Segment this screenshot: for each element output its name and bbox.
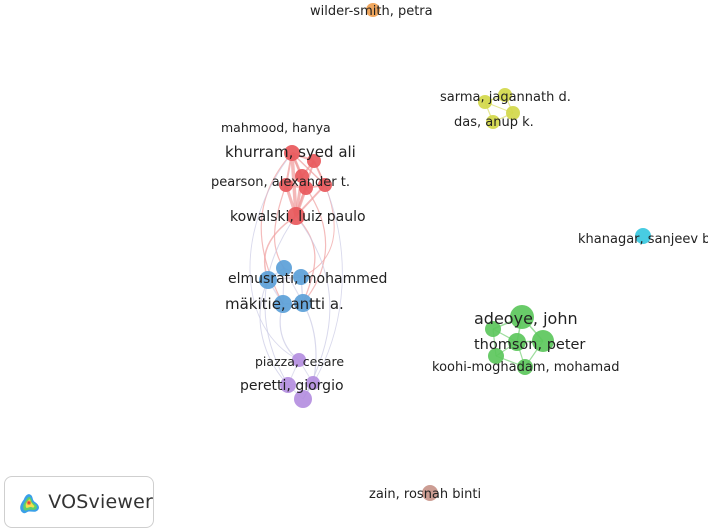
- network-node-red-6[interactable]: [318, 178, 332, 192]
- network-node-green-1[interactable]: [510, 305, 534, 329]
- network-node-red-4[interactable]: [279, 178, 293, 192]
- label-piazza[interactable]: piazza, cesare: [255, 354, 344, 369]
- network-node-blue-4[interactable]: [274, 295, 292, 313]
- network-node-purple-3[interactable]: [306, 376, 320, 390]
- network-node-red-3[interactable]: [295, 169, 309, 183]
- network-link: [295, 215, 316, 304]
- label-zain[interactable]: zain, rosnah binti: [369, 487, 481, 502]
- label-sarma[interactable]: sarma, jagannath d.: [440, 90, 571, 105]
- density-heatmap-icon: [20, 494, 39, 514]
- network-link: [273, 184, 287, 269]
- label-adeoye[interactable]: adeoye, john: [474, 309, 578, 328]
- label-das[interactable]: das, anup k.: [454, 115, 534, 130]
- network-node-purple-2[interactable]: [280, 377, 296, 393]
- label-thomson[interactable]: thomson, peter: [474, 337, 585, 353]
- label-koohi[interactable]: koohi-moghadam, mohamad: [432, 360, 619, 375]
- network-node-green-6[interactable]: [517, 359, 533, 375]
- network-node-yellow-3[interactable]: [506, 106, 520, 120]
- network-node-red-5[interactable]: [299, 181, 313, 195]
- network-link: [302, 187, 327, 304]
- network-node-red-7[interactable]: [287, 207, 305, 225]
- network-node-red-2[interactable]: [307, 154, 321, 168]
- network-node-green-2[interactable]: [485, 321, 501, 337]
- label-makitie[interactable]: mäkitie, antti a.: [225, 295, 344, 313]
- label-khurram[interactable]: khurram, syed ali: [225, 143, 356, 161]
- network-node-red-1[interactable]: [284, 145, 300, 161]
- node-layer: [259, 3, 651, 501]
- label-khanagar[interactable]: khanagar, sanjeev b.: [578, 232, 708, 247]
- label-layer: wilder-smith, petra sarma, jagannath d. …: [211, 4, 708, 502]
- network-link: [259, 279, 289, 386]
- network-node-blue-2[interactable]: [259, 271, 277, 289]
- network-node-yellow-2[interactable]: [498, 88, 512, 102]
- label-kowalski[interactable]: kowalski, luiz paulo: [230, 209, 366, 225]
- network-node-cyan-1[interactable]: [635, 228, 651, 244]
- label-mahmood[interactable]: mahmood, hanya: [221, 120, 331, 135]
- network-node-green-4[interactable]: [508, 333, 526, 351]
- network-node-blue-3[interactable]: [293, 269, 309, 285]
- network-node-brown-1[interactable]: [422, 485, 438, 501]
- network-node-orange-1[interactable]: [366, 3, 380, 17]
- network-link: [249, 152, 300, 361]
- network-link: [290, 152, 298, 217]
- label-pearson[interactable]: pearson, alexander t.: [211, 175, 350, 190]
- network-link: [302, 184, 343, 400]
- network-node-blue-5[interactable]: [294, 294, 312, 312]
- network-node-purple-4[interactable]: [294, 390, 312, 408]
- label-peretti[interactable]: peretti, giorgio: [240, 378, 344, 394]
- network-link: [264, 215, 297, 386]
- network-node-green-5[interactable]: [488, 348, 504, 364]
- network-node-purple-1[interactable]: [292, 353, 306, 367]
- network-node-green-3[interactable]: [532, 330, 554, 352]
- network-node-blue-1[interactable]: [276, 260, 292, 276]
- label-elmusrati[interactable]: elmusrati, mohammed: [228, 271, 387, 287]
- vosviewer-logo-text: VOSviewer: [48, 491, 153, 513]
- vosviewer-logo: VOSviewer: [4, 476, 154, 528]
- network-link: [302, 302, 317, 384]
- network-node-yellow-1[interactable]: [478, 95, 492, 109]
- label-wilder-smith[interactable]: wilder-smith, petra: [310, 4, 433, 19]
- network-node-yellow-4[interactable]: [486, 115, 500, 129]
